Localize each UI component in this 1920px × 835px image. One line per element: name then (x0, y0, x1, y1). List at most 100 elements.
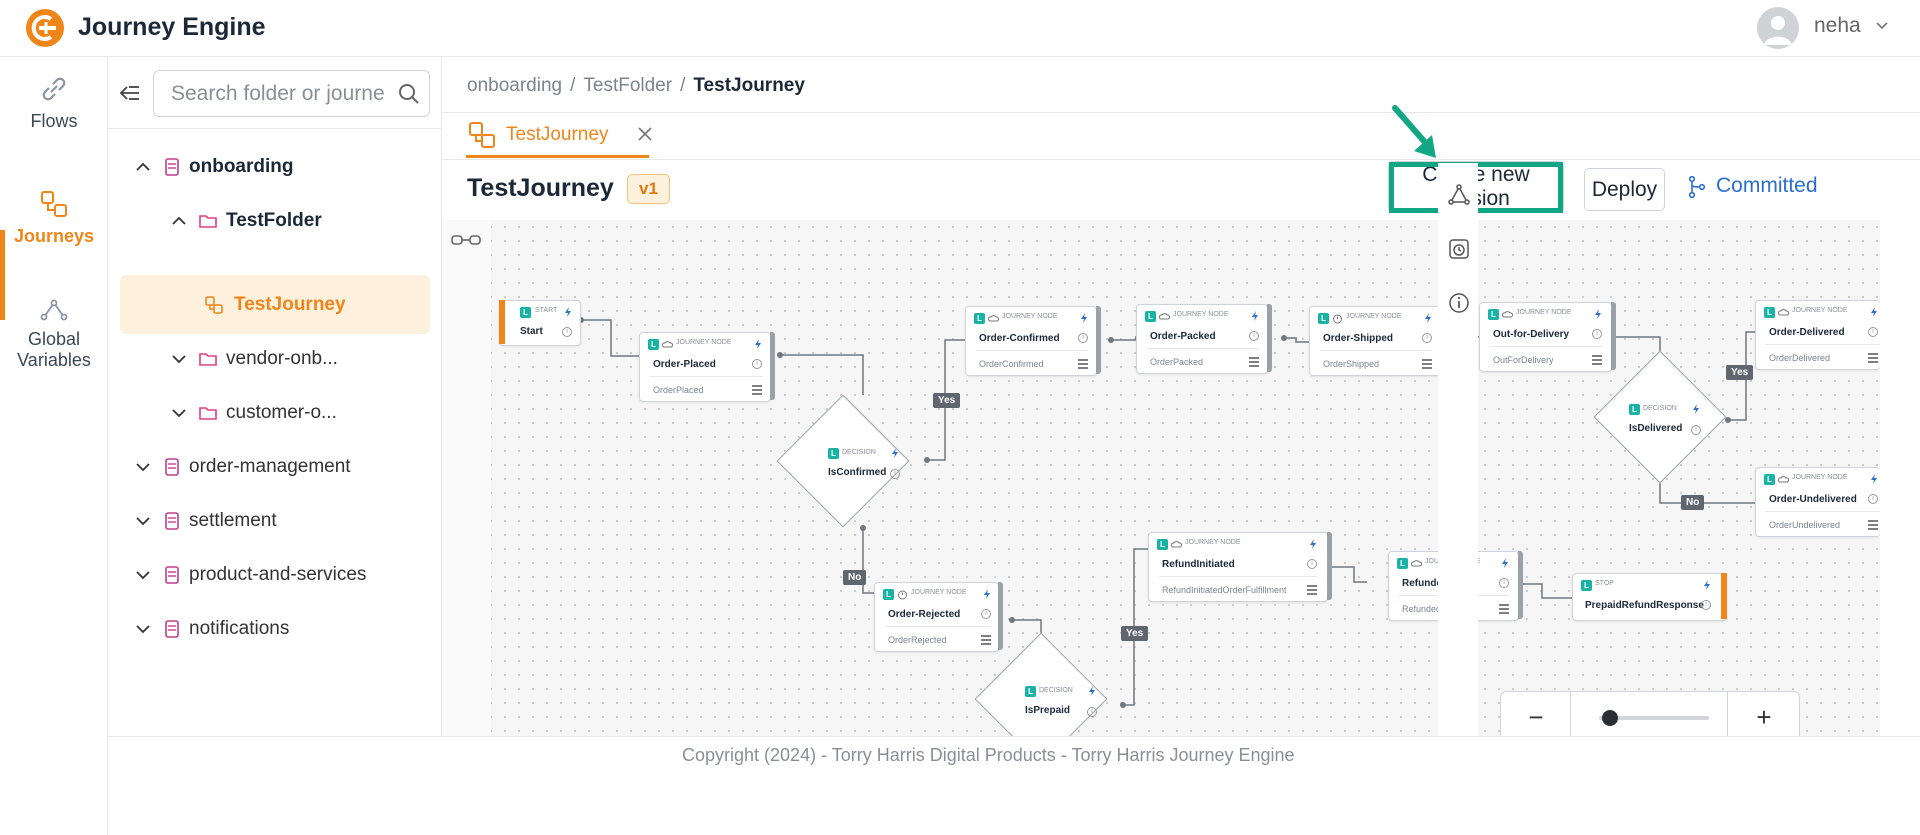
flow-node-order-rejected[interactable]: L JOURNEY NODE Order-Rejected i OrderRej… (874, 582, 1003, 652)
node-type: STOP (1595, 580, 1614, 587)
tree-selected-highlight (120, 275, 430, 334)
divider (976, 350, 1088, 351)
chevron-down-icon[interactable] (134, 512, 152, 530)
list-icon[interactable] (1078, 359, 1088, 369)
chevron-down-icon[interactable] (134, 458, 152, 476)
info-icon[interactable]: i (752, 359, 762, 369)
history-icon[interactable] (1447, 237, 1471, 261)
cloud-icon (1171, 541, 1182, 548)
breadcrumb-item[interactable]: onboarding (467, 75, 563, 96)
close-icon[interactable] (636, 125, 654, 143)
committed-status[interactable]: Committed (1688, 174, 1818, 198)
node-side-bar (1611, 302, 1616, 370)
tab-testjourney[interactable]: TestJourney (466, 113, 652, 158)
deploy-button[interactable]: Deploy (1584, 168, 1665, 211)
flow-node-order-undelivered[interactable]: L JOURNEY NODE Order-Undelivered i Order… (1755, 467, 1880, 537)
info-icon[interactable]: i (890, 469, 900, 479)
info-icon[interactable]: i (1249, 331, 1259, 341)
chevron-up-icon[interactable] (134, 158, 152, 176)
info-icon[interactable]: i (1592, 329, 1602, 339)
port (1725, 417, 1731, 423)
journey-canvas[interactable]: L START Start i L JOURNEY NODE Order-Pla… (442, 220, 1880, 793)
zoom-in-button[interactable]: + (1729, 692, 1799, 742)
copyright-text: Copyright (2024) - Torry Harris Digital … (682, 745, 1295, 765)
tree-item-order-management[interactable]: order-management (134, 453, 434, 483)
info-icon[interactable]: i (1868, 494, 1878, 504)
tree-item-product-and-services[interactable]: product-and-services (134, 561, 434, 591)
node-name: Order-Shipped (1323, 333, 1394, 344)
user-name[interactable]: neha (1814, 14, 1861, 37)
info-icon[interactable]: i (1307, 559, 1317, 569)
zoom-out-button[interactable]: − (1501, 692, 1571, 742)
tree-item-testfolder[interactable]: TestFolder (170, 207, 430, 237)
collapse-panel-icon[interactable] (118, 81, 142, 105)
info-icon[interactable]: i (1087, 707, 1097, 717)
annotation-arrow-icon (1392, 105, 1436, 158)
info-icon[interactable]: i (1422, 333, 1432, 343)
list-icon[interactable] (1868, 353, 1878, 363)
tree-item-testjourney[interactable]: TestJourney (204, 291, 424, 321)
lightning-icon (1081, 313, 1087, 323)
info-icon[interactable]: i (1499, 578, 1509, 588)
breadcrumb-separator: / (570, 75, 576, 96)
flow-node-order-delivered[interactable]: L JOURNEY NODE Order-Delivered i OrderDe… (1755, 300, 1880, 370)
flow-node-order-shipped[interactable]: L JOURNEY NODE Order-Shipped i OrderShip… (1309, 306, 1445, 376)
info-icon[interactable]: i (981, 609, 991, 619)
flow-node-order-placed[interactable]: L JOURNEY NODE Order-Placed i OrderPlace… (639, 332, 775, 402)
tree-item-notifications[interactable]: notifications (134, 615, 434, 645)
zoom-slider-track[interactable] (1599, 716, 1709, 720)
flow-node-refund-initiated[interactable]: L JOURNEY NODE RefundInitiated i RefundI… (1148, 532, 1332, 602)
nodes-graph-icon[interactable] (1447, 183, 1471, 207)
info-icon[interactable] (1447, 291, 1471, 315)
list-icon[interactable] (1307, 585, 1317, 595)
rail-item-flows[interactable]: Flows (0, 73, 108, 132)
chevron-down-icon[interactable] (134, 620, 152, 638)
chevron-down-icon[interactable] (170, 404, 188, 422)
list-icon[interactable] (752, 385, 762, 395)
chevron-down-icon[interactable] (134, 566, 152, 584)
cloud-icon (1502, 311, 1513, 318)
rail-item-journeys[interactable]: Journeys (0, 188, 108, 247)
chevron-down-icon[interactable] (1874, 17, 1890, 33)
rail-item-global-variables[interactable]: Global Variables (0, 295, 108, 371)
list-icon[interactable] (1499, 604, 1509, 614)
node-badge: L (1145, 311, 1156, 322)
info-icon[interactable]: i (1691, 425, 1701, 435)
flow-node-order-packed[interactable]: L JOURNEY NODE Order-Packed i OrderPacke… (1136, 304, 1272, 374)
link-icon (42, 77, 66, 101)
tree-item-vendor-onboarding[interactable]: vendor-onb... (170, 345, 430, 375)
list-icon[interactable] (981, 635, 991, 645)
chevron-up-icon[interactable] (170, 212, 188, 230)
node-subtitle: OrderConfirmed (979, 359, 1044, 369)
git-branch-icon (1688, 176, 1706, 198)
tree-item-settlement[interactable]: settlement (134, 507, 434, 537)
list-icon[interactable] (1868, 520, 1878, 530)
zoom-slider-handle[interactable] (1602, 710, 1618, 726)
user-avatar[interactable] (1757, 7, 1799, 49)
info-icon[interactable]: i (1701, 600, 1711, 610)
search-icon[interactable] (397, 82, 421, 106)
project-icon (165, 512, 179, 530)
tree-item-onboarding[interactable]: onboarding (134, 153, 434, 183)
search-input[interactable] (154, 71, 384, 116)
node-badge: L (1764, 474, 1775, 485)
node-subtitle: Refunded (1402, 604, 1442, 614)
decision-label-is-delivered: L DECISION IsDelivered i (1629, 404, 1729, 464)
info-icon[interactable]: i (1868, 327, 1878, 337)
link-toggle-icon[interactable] (450, 230, 482, 250)
info-icon[interactable]: i (562, 327, 572, 337)
node-name: Order-Placed (653, 359, 716, 370)
node-name: Refunded (1402, 578, 1449, 589)
info-icon[interactable]: i (1078, 333, 1088, 343)
flow-node-order-confirmed[interactable]: L JOURNEY NODE Order-Confirmed i OrderCo… (965, 306, 1101, 376)
flow-node-start[interactable]: L START Start i (499, 300, 581, 346)
list-icon[interactable] (1422, 359, 1432, 369)
flow-node-out-for-delivery[interactable]: L JOURNEY NODE Out-for-Delivery i OutFor… (1479, 302, 1616, 372)
breadcrumb-item[interactable]: TestFolder (583, 75, 673, 96)
divider (1490, 346, 1602, 347)
list-icon[interactable] (1249, 357, 1259, 367)
flow-node-prepaid-refund-response[interactable]: L STOP PrepaidRefundResponse i (1572, 573, 1727, 621)
list-icon[interactable] (1592, 355, 1602, 365)
chevron-down-icon[interactable] (170, 350, 188, 368)
tree-item-customer-onboarding[interactable]: customer-o... (170, 399, 430, 429)
